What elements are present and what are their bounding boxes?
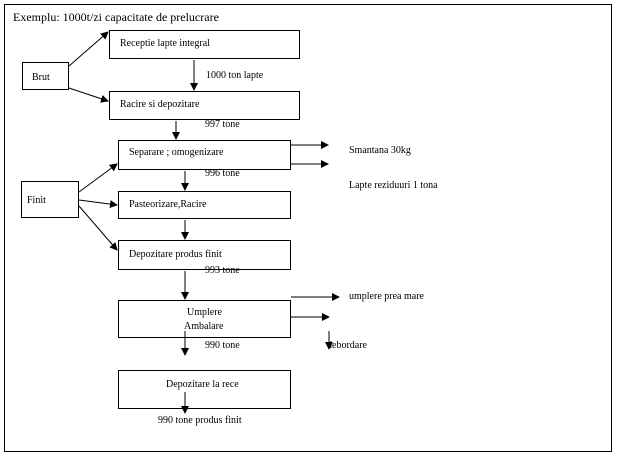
output-label-umplere-mare: umplere prea mare bbox=[349, 291, 424, 302]
step-box-racire: Racire si depozitare bbox=[109, 91, 300, 120]
step-label-pasteurizare: Pasteorizare,Racire bbox=[129, 199, 207, 210]
step-box-depozitare-finit: Depozitare produs finit bbox=[118, 240, 291, 270]
step-label-racire: Racire si depozitare bbox=[120, 99, 200, 110]
step-label-ambalare: Ambalare bbox=[184, 321, 224, 332]
output-label-debordare: debordare bbox=[327, 340, 367, 351]
arrow-brut-racire bbox=[68, 87, 109, 103]
diagram-title: Exemplu: 1000t/zi capacitate de prelucra… bbox=[13, 10, 219, 24]
flow-label-990: 990 tone bbox=[205, 340, 240, 351]
step-label-depozitare-rece: Depozitare la rece bbox=[166, 379, 239, 390]
step-label-umplere: Umplere bbox=[187, 307, 222, 318]
step-box-pasteurizare: Pasteorizare,Racire bbox=[118, 191, 291, 219]
group-box-finit: Finit bbox=[21, 181, 79, 218]
step-label-receptie: Receptie lapte integral bbox=[120, 38, 210, 49]
output-label-smantana: Smantana 30kg bbox=[349, 145, 411, 156]
arrow-finit-depozitare bbox=[78, 205, 118, 251]
step-box-separare: Separare ; omogenizare bbox=[118, 140, 291, 170]
flow-label-996: 996 tone bbox=[205, 168, 240, 179]
flow-label-1000: 1000 ton lapte bbox=[206, 70, 264, 81]
flow-label-993: 993 tone bbox=[205, 265, 240, 276]
step-box-receptie: Receptie lapte integral bbox=[109, 30, 300, 59]
group-label-brut: Brut bbox=[32, 72, 50, 83]
group-box-brut: Brut bbox=[22, 62, 69, 90]
output-label-lapte-reziduuri: Lapte reziduuri 1 tona bbox=[349, 180, 438, 191]
flow-label-997: 997 tone bbox=[205, 119, 240, 130]
diagram-frame bbox=[4, 4, 612, 452]
step-label-depozitare-finit: Depozitare produs finit bbox=[129, 249, 222, 260]
arrow-finit-separare bbox=[78, 163, 118, 193]
step-label-separare: Separare ; omogenizare bbox=[129, 147, 224, 158]
step-box-depozitare-rece: Depozitare la rece bbox=[118, 370, 291, 409]
group-label-finit: Finit bbox=[27, 195, 46, 206]
arrow-finit-pasteurizare bbox=[78, 199, 118, 209]
arrow-brut-receptie bbox=[68, 31, 109, 67]
flow-label-final: 990 tone produs finit bbox=[158, 415, 242, 426]
step-box-umplere: Umplere Ambalare bbox=[118, 300, 291, 338]
